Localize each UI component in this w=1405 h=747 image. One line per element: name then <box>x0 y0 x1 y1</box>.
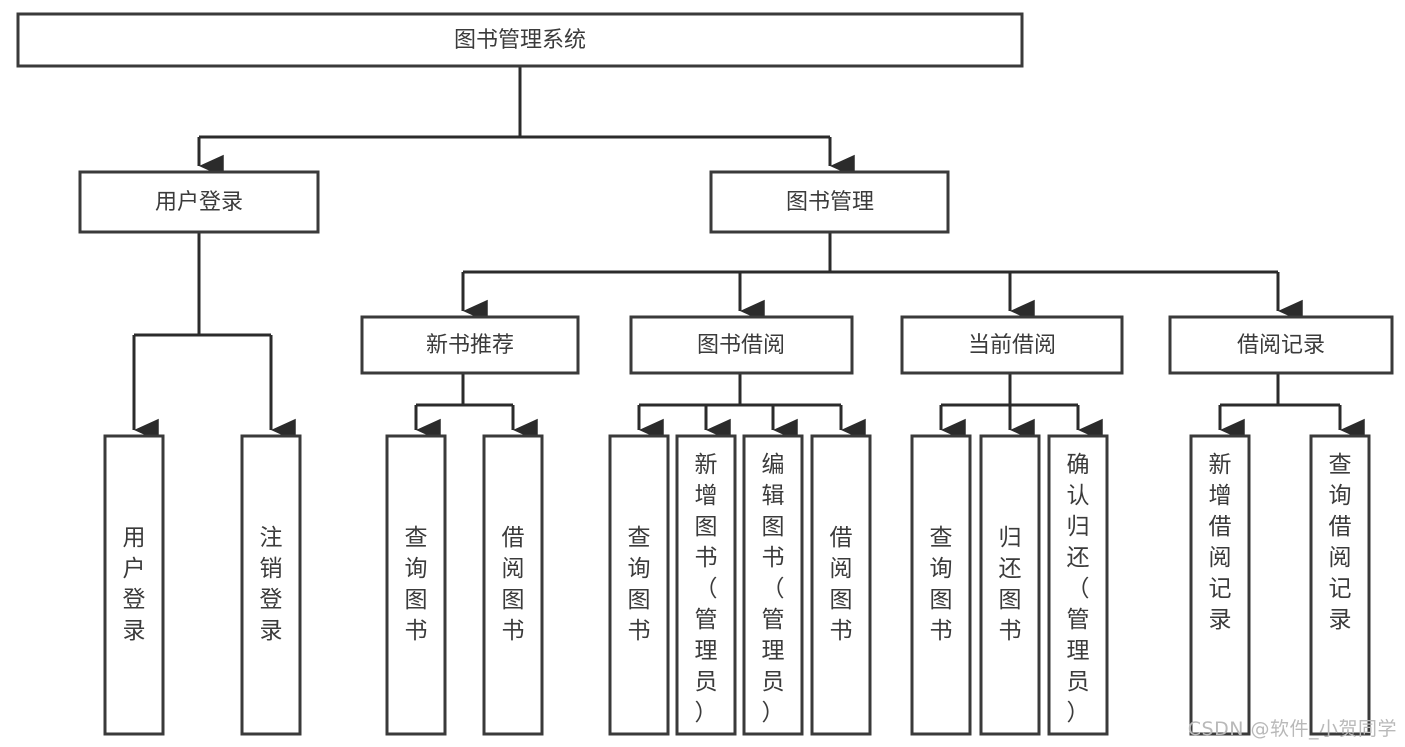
leaf-boxes <box>103 434 1371 736</box>
node-book-management-box[interactable] <box>709 170 950 234</box>
node-book-borrow-box[interactable] <box>629 315 854 375</box>
edges-new-book-recommend-to-leaves <box>414 373 538 442</box>
node-user-login-box[interactable] <box>78 170 320 234</box>
node-new-book-recommend-box[interactable] <box>360 315 580 375</box>
node-new-book-recommend[interactable]: 新书推荐 <box>360 315 580 375</box>
leaf-box-edit-book-admin[interactable] <box>742 434 804 736</box>
leaf-box-query-book-1[interactable] <box>385 434 447 736</box>
leaf-box-borrow-book-1[interactable] <box>482 434 544 736</box>
node-current-borrow-box[interactable] <box>900 315 1124 375</box>
edges-current-borrow-to-leaves <box>939 373 1103 442</box>
leaf-box-confirm-return-admin[interactable] <box>1047 434 1109 736</box>
leaf-box-add-borrow-record[interactable] <box>1189 434 1251 736</box>
edges-borrow-record-to-leaves <box>1218 373 1365 442</box>
leaf-box-query-borrow-record[interactable] <box>1309 434 1371 736</box>
node-user-login[interactable]: 用户登录 <box>78 170 320 234</box>
watermark: CSDN @软件_小贺同学 <box>1187 718 1397 740</box>
node-borrow-record-box[interactable] <box>1168 315 1394 375</box>
leaf-box-borrow-book-2[interactable] <box>810 434 872 736</box>
edges-book-borrow-to-leaves <box>637 373 866 442</box>
node-book-management[interactable]: 图书管理 <box>709 170 950 234</box>
node-root-label: 图书管理系统 <box>454 28 586 53</box>
leaf-box-logout[interactable] <box>240 434 302 736</box>
leaf-box-add-book-admin[interactable] <box>675 434 737 736</box>
node-book-management-label: 图书管理 <box>786 190 874 215</box>
leaf-box-query-book-2[interactable] <box>608 434 670 736</box>
node-current-borrow-label: 当前借阅 <box>968 333 1056 358</box>
edges-book-management-to-level3 <box>461 232 1303 323</box>
node-borrow-record[interactable]: 借阅记录 <box>1168 315 1394 375</box>
edges-user-login-to-leaves <box>132 232 296 442</box>
leaf-box-query-book-3[interactable] <box>910 434 972 736</box>
node-book-borrow[interactable]: 图书借阅 <box>629 315 854 375</box>
node-root-box[interactable] <box>16 12 1024 68</box>
leaf-box-user-login[interactable] <box>103 434 165 736</box>
node-current-borrow[interactable]: 当前借阅 <box>900 315 1124 375</box>
node-book-borrow-label: 图书借阅 <box>697 333 785 358</box>
node-root[interactable]: 图书管理系统 <box>16 12 1024 68</box>
node-borrow-record-label: 借阅记录 <box>1237 333 1325 358</box>
edges-root-to-level2 <box>197 66 855 178</box>
node-user-login-label: 用户登录 <box>155 190 243 215</box>
node-new-book-recommend-label: 新书推荐 <box>426 333 514 358</box>
leaf-box-return-book[interactable] <box>979 434 1041 736</box>
